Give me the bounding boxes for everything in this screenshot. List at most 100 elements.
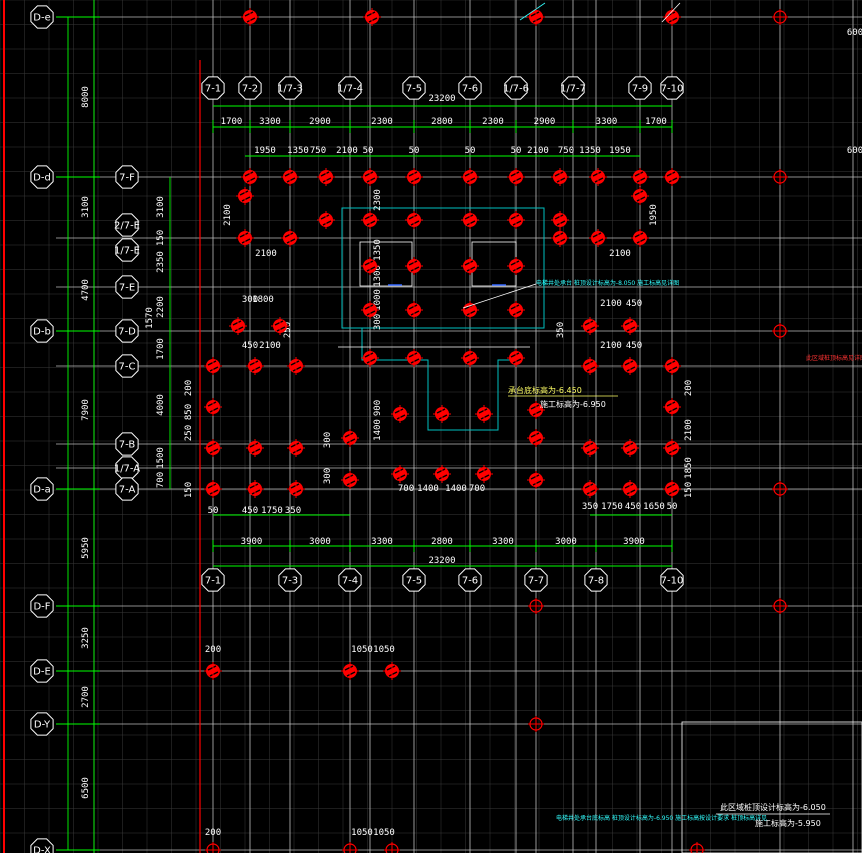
pile-marker[interactable]: [621, 480, 639, 498]
top-axis-bubble[interactable]: 7-5: [402, 76, 426, 100]
pile-marker[interactable]: [246, 357, 264, 375]
left-axis-bubble[interactable]: D-Y: [30, 712, 54, 736]
pile-marker[interactable]: [287, 357, 305, 375]
pile-marker[interactable]: [204, 439, 222, 457]
top-axis-bubble[interactable]: 7-9: [628, 76, 652, 100]
bottom-axis-bubble[interactable]: 7-4: [338, 568, 362, 592]
pile-marker[interactable]: [363, 8, 381, 26]
pile-marker[interactable]: [663, 398, 681, 416]
pile-marker[interactable]: [772, 169, 788, 185]
left-axis-bubble[interactable]: D-e: [30, 5, 54, 29]
pile-marker[interactable]: [317, 211, 335, 229]
pile-marker[interactable]: [204, 480, 222, 498]
left-axis-bubble[interactable]: D-a: [30, 477, 54, 501]
pile-marker[interactable]: [507, 257, 525, 275]
pile-marker[interactable]: [405, 168, 423, 186]
pile-marker[interactable]: [246, 480, 264, 498]
pile-marker[interactable]: [361, 211, 379, 229]
top-axis-bubble[interactable]: 1/7-3: [277, 76, 303, 100]
pile-marker[interactable]: [461, 211, 479, 229]
pile-marker[interactable]: [527, 429, 545, 447]
inner-axis-bubble[interactable]: 7-E: [115, 275, 139, 299]
pile-marker[interactable]: [405, 349, 423, 367]
pile-marker[interactable]: [236, 229, 254, 247]
pile-marker[interactable]: [405, 211, 423, 229]
inner-axis-bubble[interactable]: 7-C: [115, 354, 139, 378]
pile-marker[interactable]: [341, 429, 359, 447]
inner-axis-bubble[interactable]: 2/7-E: [114, 213, 140, 237]
pile-marker[interactable]: [507, 301, 525, 319]
bottom-axis-bubble[interactable]: 7-5: [402, 568, 426, 592]
pile-marker[interactable]: [581, 439, 599, 457]
pile-marker[interactable]: [287, 480, 305, 498]
pile-marker[interactable]: [384, 842, 400, 853]
top-axis-bubble[interactable]: 1/7-7: [560, 76, 586, 100]
pile-marker[interactable]: [433, 405, 451, 423]
top-axis-bubble[interactable]: 1/7-4: [337, 76, 363, 100]
pile-marker[interactable]: [581, 357, 599, 375]
pile-marker[interactable]: [461, 257, 479, 275]
inner-axis-bubble[interactable]: 7-D: [115, 319, 139, 343]
pile-marker[interactable]: [772, 481, 788, 497]
pile-marker[interactable]: [361, 301, 379, 319]
pile-marker[interactable]: [663, 480, 681, 498]
pile-marker[interactable]: [551, 168, 569, 186]
pile-marker[interactable]: [663, 168, 681, 186]
pile-marker[interactable]: [581, 317, 599, 335]
pile-marker[interactable]: [236, 187, 254, 205]
pile-marker[interactable]: [271, 317, 289, 335]
pile-marker[interactable]: [475, 465, 493, 483]
left-axis-bubble[interactable]: D-F: [30, 594, 54, 618]
left-axis-bubble[interactable]: D-b: [30, 319, 54, 343]
pile-marker[interactable]: [527, 8, 545, 26]
inner-axis-bubble[interactable]: 7-B: [115, 432, 139, 456]
pile-marker[interactable]: [589, 229, 607, 247]
pile-marker[interactable]: [341, 662, 359, 680]
pile-marker[interactable]: [663, 439, 681, 457]
pile-marker[interactable]: [241, 8, 259, 26]
top-axis-bubble[interactable]: 7-2: [238, 76, 262, 100]
top-axis-bubble[interactable]: 1/7-6: [503, 76, 529, 100]
pile-marker[interactable]: [527, 401, 545, 419]
pile-marker[interactable]: [461, 168, 479, 186]
inner-axis-bubble[interactable]: 7-A: [115, 477, 139, 501]
pile-marker[interactable]: [528, 716, 544, 732]
pile-marker[interactable]: [405, 301, 423, 319]
pile-marker[interactable]: [631, 187, 649, 205]
top-axis-bubble[interactable]: 7-6: [458, 76, 482, 100]
pile-marker[interactable]: [361, 257, 379, 275]
pile-marker[interactable]: [689, 842, 705, 853]
pile-marker[interactable]: [663, 357, 681, 375]
bottom-axis-bubble[interactable]: 7-8: [584, 568, 608, 592]
pile-marker[interactable]: [361, 168, 379, 186]
left-axis-bubble[interactable]: D-X: [30, 838, 54, 853]
pile-marker[interactable]: [361, 349, 379, 367]
pile-marker[interactable]: [391, 405, 409, 423]
pile-marker[interactable]: [631, 168, 649, 186]
pile-marker[interactable]: [589, 168, 607, 186]
pile-marker[interactable]: [287, 439, 305, 457]
pile-marker[interactable]: [391, 465, 409, 483]
pile-marker[interactable]: [341, 471, 359, 489]
pile-marker[interactable]: [772, 598, 788, 614]
pile-marker[interactable]: [461, 349, 479, 367]
pile-marker[interactable]: [581, 480, 599, 498]
pile-marker[interactable]: [621, 357, 639, 375]
pile-marker[interactable]: [281, 168, 299, 186]
pile-marker[interactable]: [383, 662, 401, 680]
pile-marker[interactable]: [204, 357, 222, 375]
pile-marker[interactable]: [204, 662, 222, 680]
pile-marker[interactable]: [772, 323, 788, 339]
pile-marker[interactable]: [405, 257, 423, 275]
bottom-axis-bubble[interactable]: 7-7: [524, 568, 548, 592]
inner-axis-bubble[interactable]: 1/7-E: [114, 238, 140, 262]
pile-marker[interactable]: [621, 317, 639, 335]
pile-marker[interactable]: [205, 842, 221, 853]
pile-marker[interactable]: [621, 439, 639, 457]
bottom-axis-bubble[interactable]: 7-10: [660, 568, 684, 592]
pile-marker[interactable]: [551, 229, 569, 247]
inner-axis-bubble[interactable]: 7-F: [115, 165, 139, 189]
pile-marker[interactable]: [631, 229, 649, 247]
top-axis-bubble[interactable]: 7-10: [660, 76, 684, 100]
